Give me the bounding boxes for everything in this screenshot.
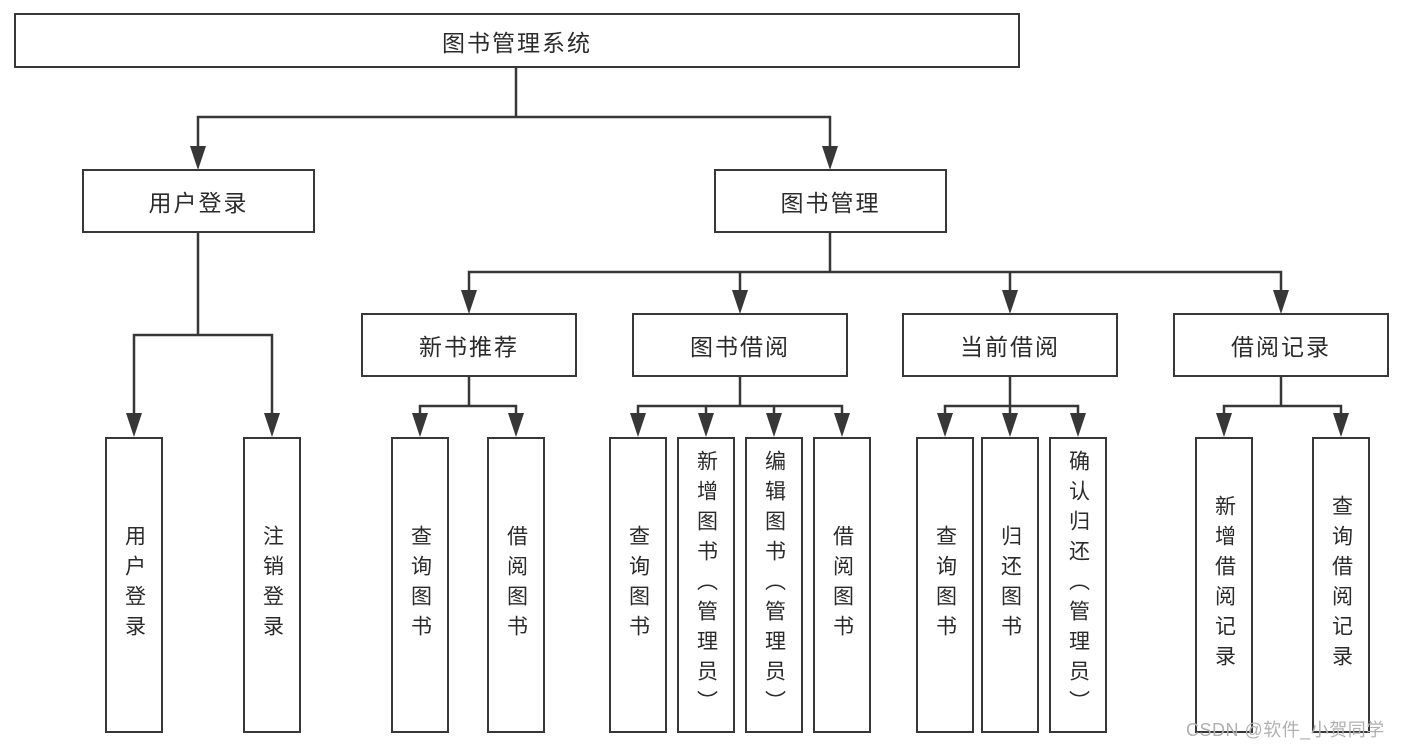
node-book-borrowing-label: 图书借阅 (690, 334, 790, 360)
arrowhead (126, 413, 142, 437)
node-user-login: 用户登录 (82, 169, 315, 233)
arrowhead (1002, 290, 1018, 314)
arrowheads (126, 146, 1349, 437)
leaf-query-books-recommend: 查询图书 (391, 437, 449, 733)
leaf-add-book-admin-label: 新增图书（管理员） (694, 450, 718, 720)
leaf-add-book-admin: 新增图书（管理员） (677, 437, 735, 733)
leaf-logout: 注销登录 (243, 437, 301, 733)
arrowhead (1070, 413, 1086, 437)
connector-line (467, 270, 1283, 291)
node-new-book-recommend: 新书推荐 (361, 313, 577, 377)
leaf-add-borrow-record-label: 新增借阅记录 (1212, 495, 1236, 675)
leaf-query-borrow-record: 查询借阅记录 (1312, 437, 1370, 733)
leaf-edit-book-admin: 编辑图书（管理员） (745, 437, 803, 733)
arrowhead (412, 413, 428, 437)
leaf-add-borrow-record: 新增借阅记录 (1195, 437, 1253, 733)
connector-line (196, 115, 832, 147)
leaf-query-books-current-label: 查询图书 (933, 525, 957, 645)
leaf-confirm-return-admin-label: 确认归还（管理员） (1066, 450, 1090, 720)
arrowhead (698, 413, 714, 437)
leaf-query-books-current: 查询图书 (916, 437, 974, 733)
leaf-borrow-books-label: 借阅图书 (830, 525, 854, 645)
node-new-book-recommend-label: 新书推荐 (419, 334, 519, 360)
connector-line (132, 333, 274, 414)
connector-lines (132, 68, 1343, 414)
leaf-query-books-borrowing-label: 查询图书 (626, 525, 650, 645)
node-book-management-label: 图书管理 (780, 190, 881, 216)
node-borrowing-records-label: 借阅记录 (1231, 334, 1331, 360)
leaf-borrow-books: 借阅图书 (813, 437, 871, 733)
leaf-edit-book-admin-label: 编辑图书（管理员） (762, 450, 786, 720)
leaf-return-books-label: 归还图书 (998, 525, 1022, 645)
leaf-query-books-borrowing: 查询图书 (609, 437, 667, 733)
leaf-query-borrow-record-label: 查询借阅记录 (1329, 495, 1353, 675)
leaf-logout-label: 注销登录 (260, 525, 284, 645)
leaf-query-books-recommend-label: 查询图书 (408, 525, 432, 645)
connector-line (1222, 404, 1343, 414)
node-book-management: 图书管理 (714, 169, 947, 233)
connector-line (943, 404, 1080, 414)
arrowhead (461, 290, 477, 314)
node-current-borrowing: 当前借阅 (902, 313, 1118, 377)
arrowhead (1273, 290, 1289, 314)
arrowhead (1216, 413, 1232, 437)
arrowhead (508, 413, 524, 437)
arrowhead (822, 146, 838, 170)
leaf-borrow-books-recommend: 借阅图书 (487, 437, 545, 733)
leaf-borrow-books-recommend-label: 借阅图书 (504, 525, 528, 645)
node-borrowing-records: 借阅记录 (1173, 313, 1389, 377)
arrowhead (732, 290, 748, 314)
node-root: 图书管理系统 (14, 13, 1020, 68)
csdn-watermark: CSDN @软件_小贺同学 (1186, 720, 1385, 740)
arrowhead (1002, 413, 1018, 437)
arrowhead (264, 413, 280, 437)
node-user-login-label: 用户登录 (148, 190, 249, 216)
node-current-borrowing-label: 当前借阅 (960, 334, 1060, 360)
arrowhead (630, 413, 646, 437)
arrowhead (190, 146, 206, 170)
leaf-user-login-label: 用户登录 (122, 525, 146, 645)
arrowhead (834, 413, 850, 437)
node-book-borrowing: 图书借阅 (632, 313, 848, 377)
connector-line (636, 404, 844, 414)
leaf-user-login: 用户登录 (105, 437, 163, 733)
arrowhead (766, 413, 782, 437)
node-root-label: 图书管理系统 (442, 29, 592, 56)
arrowhead (1333, 413, 1349, 437)
connector-line (418, 404, 518, 414)
leaf-return-books: 归还图书 (981, 437, 1039, 733)
arrowhead (937, 413, 953, 437)
leaf-confirm-return-admin: 确认归还（管理员） (1049, 437, 1107, 733)
